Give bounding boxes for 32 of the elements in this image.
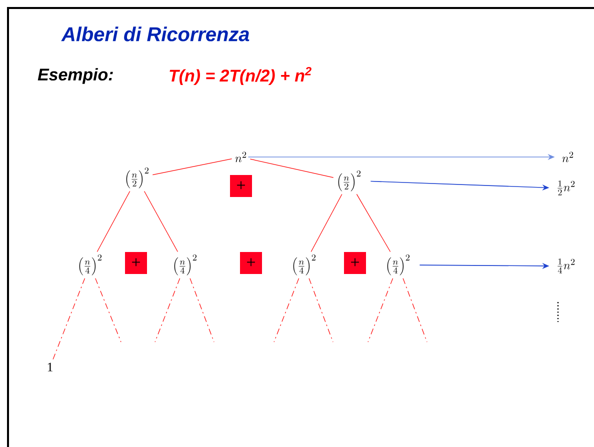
term-formula: $n^{2}$ (235, 152, 246, 162)
plus-box: + (230, 175, 252, 197)
tree-branch (95, 278, 122, 342)
tree-branch (250, 158, 334, 178)
tree-branch (308, 278, 334, 342)
formula-text: Esempio: (38, 68, 113, 84)
term-formula: $\frac{1}{2}n^{2}$ (558, 180, 575, 196)
term-formula: $\frac{1}{4}n^{2}$ (558, 258, 575, 274)
slide-title: Alberi di Ricorrenza (61, 26, 250, 42)
tree-branch (144, 190, 178, 252)
tree-branch (190, 278, 214, 342)
plus-box: + (344, 252, 366, 274)
tree-branch (274, 278, 300, 342)
plus-box: + (240, 252, 262, 274)
tree-branch (96, 190, 130, 252)
tree-branch (368, 278, 394, 342)
term-formula: 1 (48, 362, 52, 372)
tree-branch (310, 194, 342, 252)
tree-branch (356, 194, 391, 252)
term-formula: $\left(\frac{n}{2}\right)^{2}$ (126, 168, 149, 188)
tree-branch (402, 278, 428, 342)
term-formula: $\left(\frac{n}{4}\right)^{2}$ (293, 254, 316, 276)
tree-branch (52, 278, 86, 360)
term-formula: $\left(\frac{n}{4}\right)^{2}$ (174, 254, 197, 276)
term-formula: $\left(\frac{n}{4}\right)^{2}$ (387, 254, 410, 276)
tree-branch (154, 278, 180, 342)
term-formula: $n^{2}$ (562, 152, 574, 162)
term-formula: $\left(\frac{n}{2}\right)^{2}$ (338, 170, 361, 192)
tree-branch (152, 158, 232, 176)
plus-box: + (125, 252, 147, 274)
term-formula: $\left(\frac{n}{4}\right)^{2}$ (79, 254, 102, 276)
formula-text: T(n) = 2T(n/2) + n$^{2}$ (170, 66, 312, 86)
